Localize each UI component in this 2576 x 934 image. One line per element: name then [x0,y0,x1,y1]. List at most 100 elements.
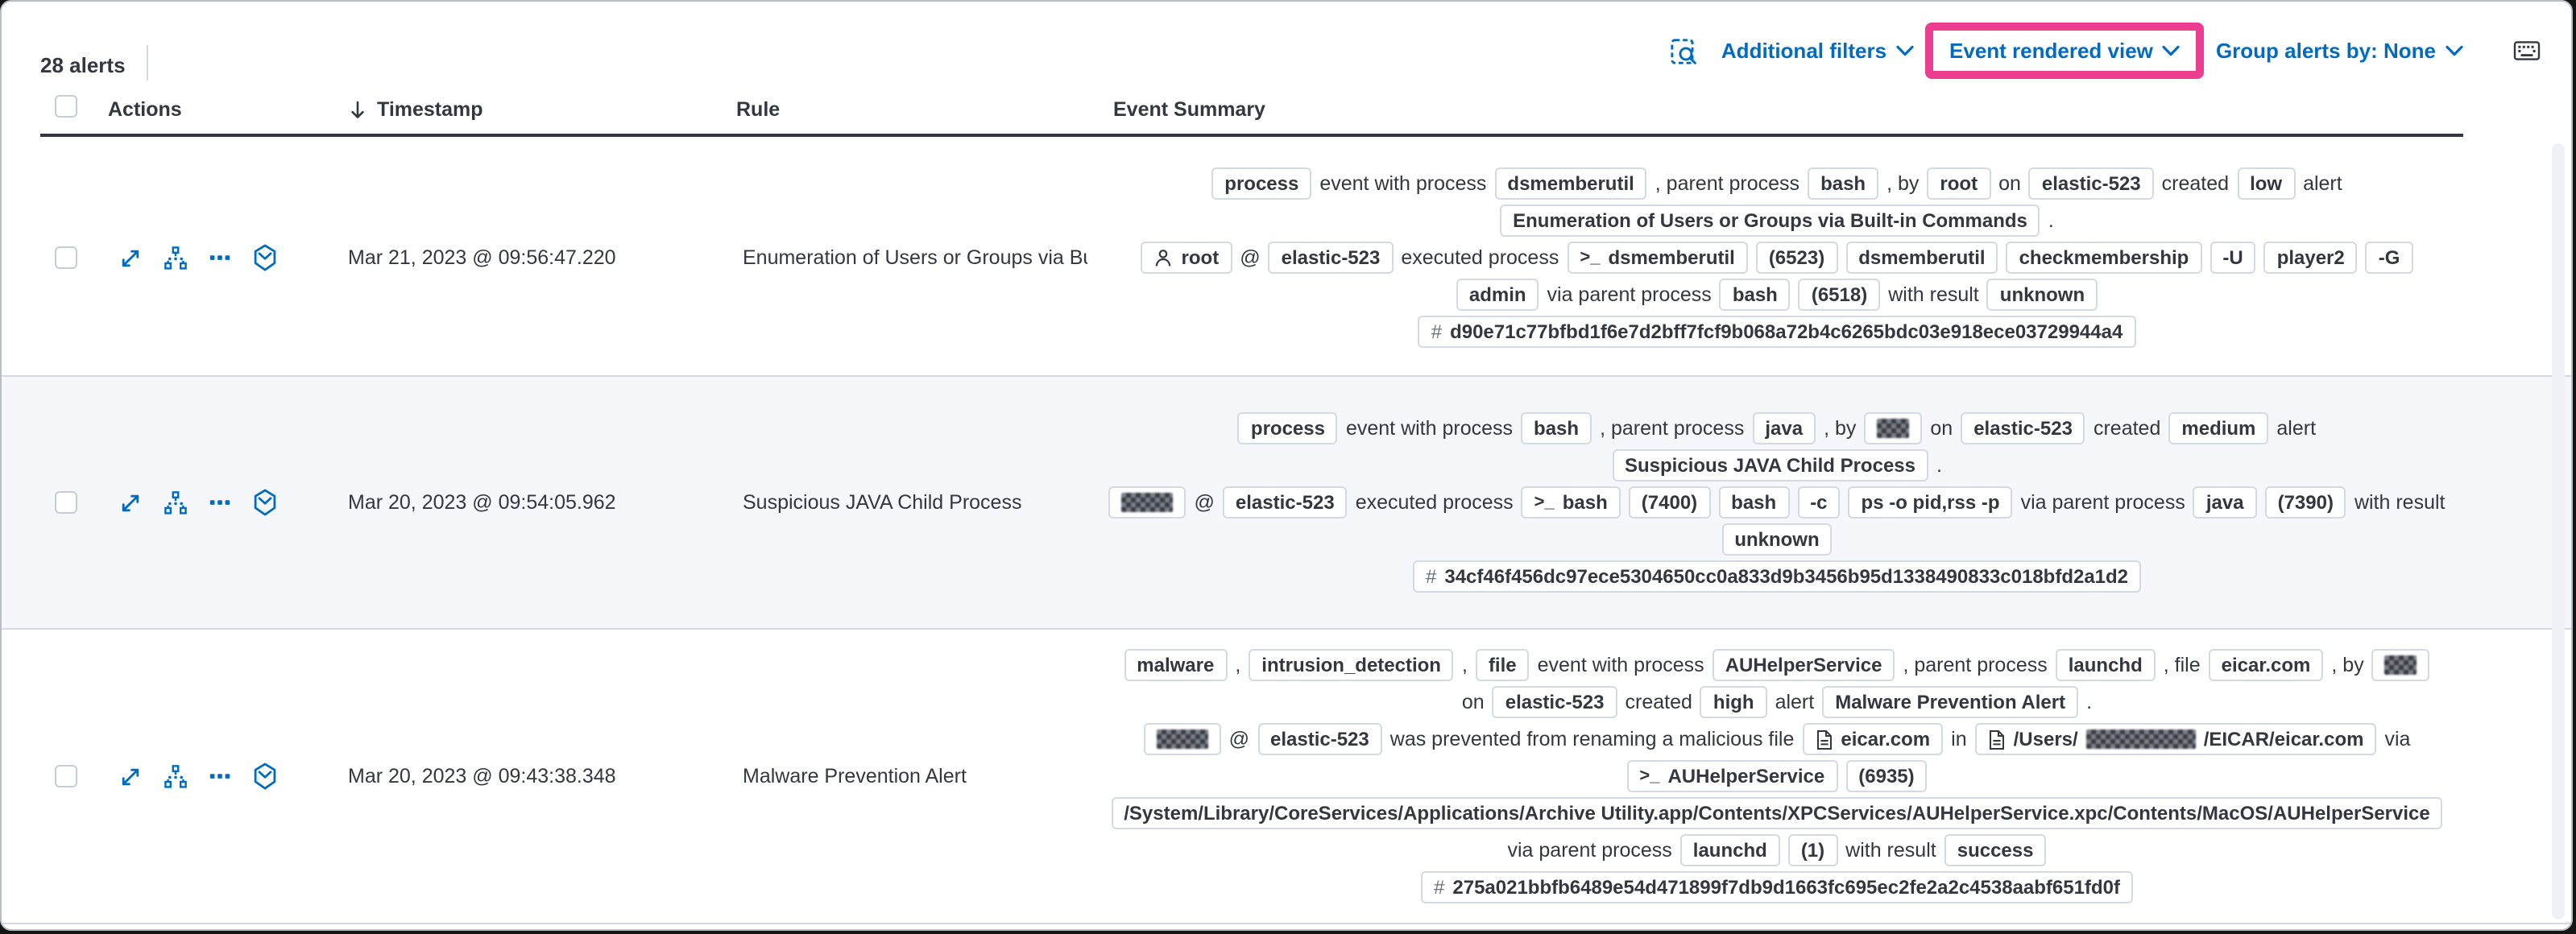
field-value-badge[interactable]: Enumeration of Users or Groups via Built… [1500,205,2040,237]
field-value-badge[interactable]: dsmemberutil [1494,167,1647,200]
field-value-badge[interactable]: bash [1521,412,1592,444]
field-value-badge[interactable]: medium [2168,412,2269,444]
field-value-badge[interactable]: file [1475,649,1530,681]
expand-alert-icon[interactable] [118,245,143,271]
field-value-badge[interactable]: ps -o pid,rss -p [1848,486,2013,519]
field-value-badge[interactable] [1108,486,1187,519]
investigate-in-timeline-icon[interactable] [251,762,279,790]
field-value-badge[interactable]: low [2237,167,2296,200]
badge-label: /Users/ [2013,728,2078,750]
field-value-badge[interactable]: -c [1797,486,1841,519]
field-value-badge[interactable]: java [1752,412,1816,444]
timestamp-cell: Mar 21, 2023 @ 09:56:47.220 [348,246,616,269]
field-value-badge[interactable]: process [1211,167,1312,200]
more-actions-icon[interactable] [208,764,232,788]
field-value-badge[interactable]: java [2193,486,2257,519]
field-value-badge[interactable]: bash [1718,486,1790,519]
field-value-badge[interactable]: bash [1808,167,1879,200]
field-value-badge[interactable]: Suspicious JAVA Child Process [1612,449,1928,481]
hash-icon: # [1431,320,1443,343]
field-value-badge[interactable]: player2 [2263,242,2358,274]
field-value-badge[interactable]: unknown [1721,523,1833,556]
field-value-badge[interactable] [1143,723,1221,755]
field-value-badge[interactable] [2371,649,2430,681]
field-value-badge[interactable]: (7400) [1628,486,1711,519]
summary-text: . [2086,691,2093,713]
badge-label: bash [1534,417,1580,440]
alerts-count: 28 alerts [40,53,126,77]
redacted-value [1877,419,1910,438]
field-value-badge[interactable]: #d90e71c77bfbd1f6e7d2bff7fcf9b068a72b4c6… [1418,316,2136,348]
field-value-badge[interactable]: elastic-523 [1268,242,1394,274]
field-value-badge[interactable]: root [1141,242,1232,274]
summary-text: event with process [1345,417,1514,440]
badge-label: /System/Library/CoreServices/Application… [1124,802,2430,824]
expand-alert-icon[interactable] [118,490,143,515]
field-value-badge[interactable]: #275a021bbfb6489e54d471899f7db9d1663fc69… [1421,871,2133,903]
keyboard-shortcuts-icon[interactable] [2513,39,2541,63]
field-value-badge[interactable]: >_bash [1521,486,1621,519]
analyze-event-icon[interactable] [163,763,188,789]
field-value-badge[interactable]: elastic-523 [1961,412,2085,444]
field-value-badge[interactable]: >_AUHelperService [1626,760,1838,792]
badge-label: process [1224,172,1299,195]
inspect-icon[interactable] [1670,36,1699,65]
field-value-badge[interactable]: elastic-523 [1222,486,1348,519]
more-actions-icon[interactable] [208,246,232,270]
field-value-badge[interactable]: elastic-523 [2028,167,2154,200]
field-value-badge[interactable]: -U [2209,242,2256,274]
field-value-badge[interactable]: admin [1456,279,1539,311]
field-value-badge[interactable]: intrusion_detection [1249,649,1454,681]
field-value-badge[interactable]: success [1944,834,2047,866]
field-value-badge[interactable]: high [1700,686,1767,718]
field-value-badge[interactable]: launchd [1679,834,1780,866]
field-value-badge[interactable]: process [1237,412,1338,444]
field-value-badge[interactable]: eicar.com [2208,649,2324,681]
field-value-badge[interactable] [1864,412,1923,444]
summary-text: was prevented from renaming a malicious … [1389,728,1795,750]
field-value-badge[interactable]: (1) [1787,834,1838,866]
field-value-badge[interactable]: checkmembership [2006,242,2202,274]
summary-text: via parent process [1547,283,1712,306]
field-value-badge[interactable]: malware [1124,649,1228,681]
field-value-badge[interactable]: eicar.com [1802,723,1944,755]
field-value-badge[interactable]: /Users//EICAR/eicar.com [1974,723,2377,755]
summary-text: , parent process [1655,172,1800,195]
field-value-badge[interactable]: elastic-523 [1492,686,1617,718]
field-value-badge[interactable]: AUHelperService [1712,649,1895,681]
field-value-badge[interactable]: (6935) [1845,760,1928,792]
expand-alert-icon[interactable] [118,763,143,789]
field-value-badge[interactable]: elastic-523 [1257,723,1382,755]
more-actions-icon[interactable] [208,490,232,515]
field-value-badge[interactable]: launchd [2055,649,2156,681]
investigate-in-timeline-icon[interactable] [251,489,279,516]
field-value-badge[interactable]: unknown [1986,279,2098,311]
event-rendered-view-button[interactable]: Event rendered view [1949,39,2180,63]
analyze-event-icon[interactable] [163,490,188,515]
select-all-checkbox[interactable] [55,95,77,118]
field-value-badge[interactable]: /System/Library/CoreServices/Application… [1111,797,2443,829]
analyze-event-icon[interactable] [163,245,188,271]
field-value-badge[interactable]: (6523) [1755,242,1838,274]
field-value-badge[interactable]: bash [1719,279,1791,311]
field-value-badge[interactable]: -G [2365,242,2413,274]
column-header-rule: Rule [736,98,781,121]
field-value-badge[interactable]: Malware Prevention Alert [1822,686,2079,718]
group-alerts-by-button[interactable]: Group alerts by: None [2216,39,2463,63]
field-value-badge[interactable]: #34cf46f456dc97ece5304650cc0a833d9b3456b… [1412,560,2142,593]
row-checkbox[interactable] [55,765,77,787]
field-value-badge[interactable]: (6518) [1798,279,1881,311]
row-checkbox[interactable] [55,246,77,269]
investigate-in-timeline-icon[interactable] [251,244,279,271]
field-value-badge[interactable]: (7390) [2264,486,2346,519]
additional-filters-button[interactable]: Additional filters [1721,39,1914,63]
field-value-badge[interactable]: >_dsmemberutil [1567,242,1748,274]
field-value-badge[interactable]: root [1927,167,1991,200]
row-checkbox[interactable] [55,491,77,514]
scrollbar-track[interactable] [2552,143,2565,920]
column-header-timestamp[interactable]: Timestamp [348,98,483,121]
field-value-badge[interactable]: dsmemberutil [1845,242,1998,274]
